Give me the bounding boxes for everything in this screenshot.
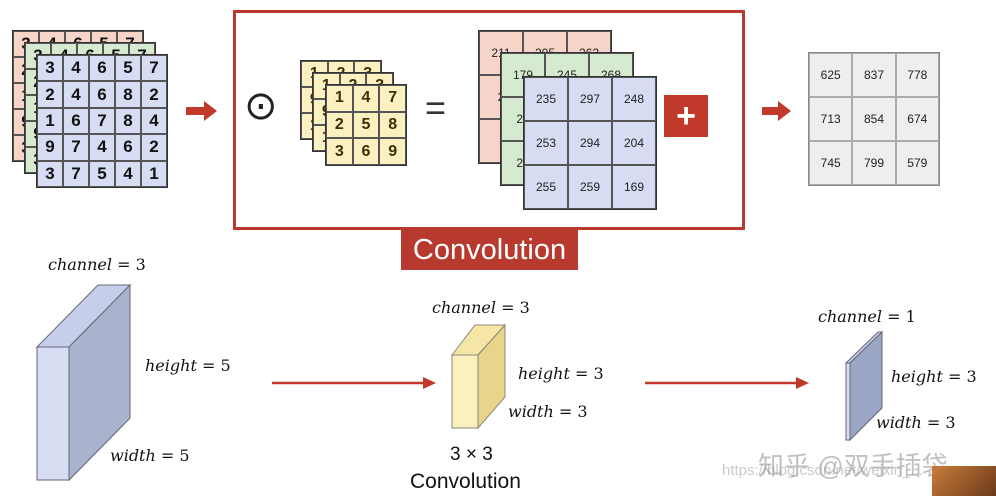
arrow-right-icon [186, 101, 217, 121]
matrix-cell: 2 [326, 111, 353, 139]
kernel-height-label: height = 3 [518, 364, 604, 383]
matrix-cell: 1 [326, 85, 353, 112]
matrix-cell: 778 [895, 53, 939, 97]
convolution-label: Convolution [401, 230, 578, 270]
output-tensor-slab [844, 330, 884, 442]
matrix-cell: 713 [809, 97, 853, 141]
matrix-cell: 5 [89, 160, 115, 187]
matrix-cell: 5 [352, 111, 380, 139]
matrix-cell: 2 [141, 81, 167, 108]
kernel-caption: Convolution [410, 470, 521, 493]
input-tensor-slab [35, 283, 132, 482]
matrix-cell: 854 [852, 97, 896, 141]
matrix-cell: 799 [852, 141, 896, 185]
plus-icon: + [676, 97, 696, 135]
matrix-cell: 579 [895, 141, 939, 185]
matrix-cell: 4 [141, 107, 167, 135]
matrix-cell: 2 [141, 134, 167, 161]
matrix-cell: 6 [63, 107, 89, 135]
matrix-cell: 745 [809, 141, 853, 185]
matrix-cell: 235 [524, 77, 568, 121]
output-width-label: width = 3 [876, 413, 956, 432]
input-width-label: width = 5 [110, 446, 190, 465]
matrix-cell: 7 [89, 107, 115, 135]
watermark: 知乎 @双手插袋 [758, 451, 948, 481]
matrix-cell: 248 [612, 77, 656, 121]
matrix-cell: 3 [326, 138, 353, 165]
matrix-cell: 837 [852, 53, 896, 97]
matrix-cell: 259 [568, 165, 612, 209]
matrix-cell: 6 [115, 134, 141, 161]
matrix-cell: 8 [115, 81, 141, 108]
convolution-box [233, 10, 745, 230]
matrix-cell: 5 [115, 55, 141, 82]
matrix-cell: 7 [63, 134, 89, 161]
watermark-url: https://blog.csdn.net/weixin_... [722, 462, 923, 479]
matrix-cell: 169 [612, 165, 656, 209]
matrix-cell: 2 [37, 81, 63, 108]
matrix-cell: 255 [524, 165, 568, 209]
matrix-cell: 7 [63, 160, 89, 187]
matrix-cell: 9 [379, 138, 406, 165]
elementwise-multiply-symbol: ⊙ [244, 83, 278, 129]
matrix-cell: 8 [379, 111, 406, 139]
matrix-cell: 4 [352, 85, 380, 112]
input-channel-label: channel = 3 [48, 255, 146, 274]
matrix-cell: 8 [115, 107, 141, 135]
matrix-cell: 9 [37, 134, 63, 161]
matrix-cell: 297 [568, 77, 612, 121]
matrix-cell: 6 [89, 55, 115, 82]
matrix-cell: 294 [568, 121, 612, 165]
equals-symbol: = [425, 87, 447, 128]
kernel-tensor-slab [450, 323, 507, 430]
matrix-cell: 7 [141, 55, 167, 82]
matrix-cell: 4 [63, 81, 89, 108]
input-height-label: height = 5 [145, 356, 231, 375]
matrix-cell: 7 [379, 85, 406, 112]
output-height-label: height = 3 [891, 367, 977, 386]
matrix-cell: 4 [89, 134, 115, 161]
output-channel-label: channel = 1 [818, 307, 916, 326]
matrix-cell: 6 [352, 138, 380, 165]
plus-badge: + [664, 95, 708, 137]
matrix-cell: 6 [89, 81, 115, 108]
matrix-cell: 4 [115, 160, 141, 187]
kernel-width-label: width = 3 [508, 402, 588, 421]
matrix-cell: 1 [141, 160, 167, 187]
matrix-cell: 3 [37, 160, 63, 187]
matrix-cell: 625 [809, 53, 853, 97]
kernel-channel-label: channel = 3 [432, 298, 530, 317]
matrix-cell: 1 [37, 107, 63, 135]
arrow-right-icon [762, 101, 791, 121]
matrix-cell: 674 [895, 97, 939, 141]
matrix-cell: 3 [37, 55, 63, 82]
kernel-size-text: 3 × 3 [450, 444, 493, 465]
corner-photo-thumbnail [932, 466, 996, 496]
matrix-cell: 204 [612, 121, 656, 165]
matrix-cell: 4 [63, 55, 89, 82]
matrix-cell: 253 [524, 121, 568, 165]
